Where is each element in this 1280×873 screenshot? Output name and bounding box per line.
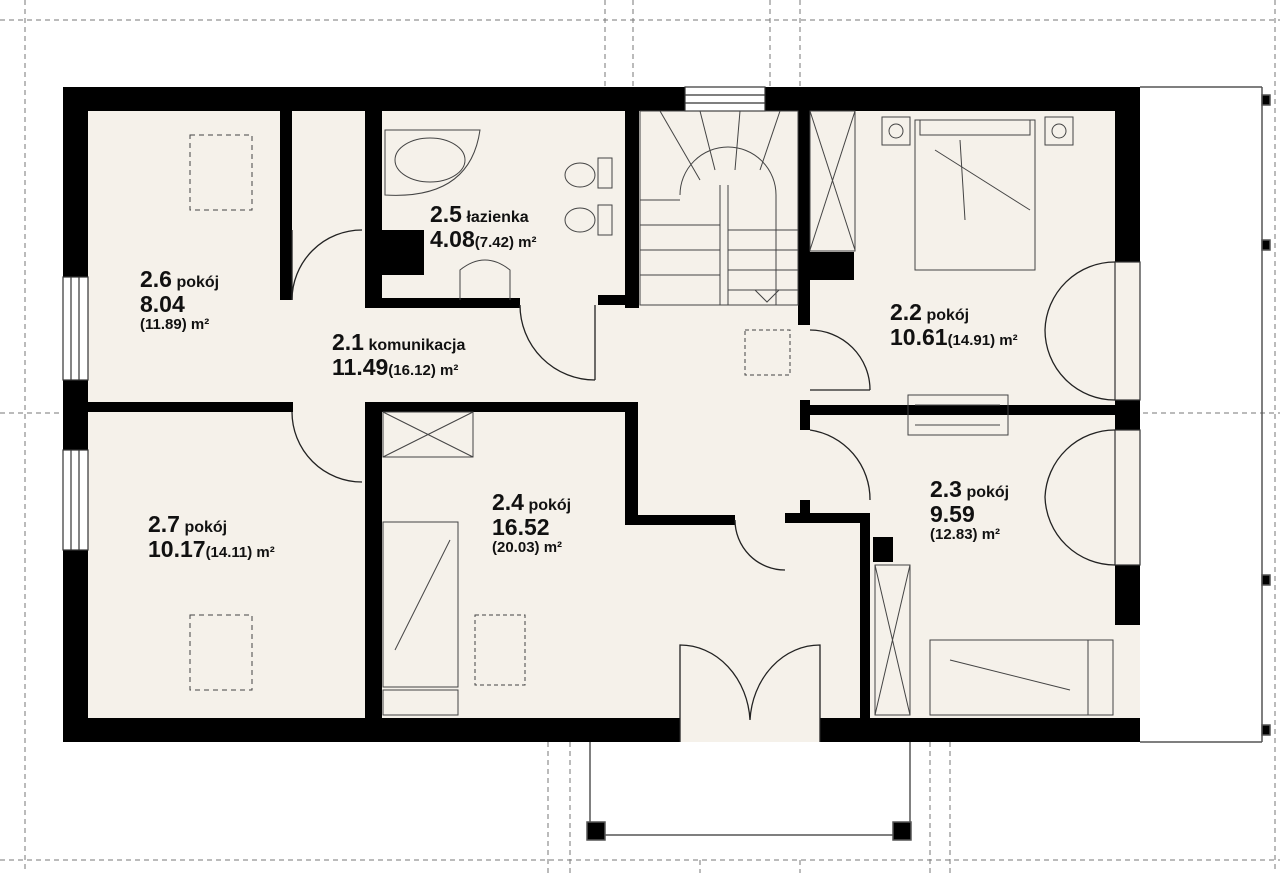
room-gross-area: (7.42) m²	[474, 233, 537, 251]
room-name: łazienka	[466, 209, 529, 226]
windows	[62, 86, 1141, 566]
doors	[291, 229, 1116, 742]
room-id: 2.5	[430, 201, 462, 227]
room-gross-area: (16.12) m²	[388, 361, 459, 379]
room-label-2-1: 2.1 komunikacja 11.49(16.12) m²	[332, 330, 465, 380]
room-area: 16.52	[492, 513, 550, 540]
porch	[586, 742, 912, 841]
room-id: 2.2	[890, 299, 922, 325]
room-id: 2.3	[930, 476, 962, 502]
room-area: 4.08	[430, 225, 475, 252]
room-gross-area: (11.89) m²	[140, 315, 210, 333]
room-id: 2.4	[492, 489, 524, 515]
room-id: 2.7	[148, 511, 180, 537]
room-id: 2.6	[140, 266, 172, 292]
room-label-2-6: 2.6 pokój 8.04 (11.89) m²	[140, 267, 219, 333]
room-area: 8.04	[140, 290, 185, 317]
stairs	[639, 110, 799, 306]
room-name: pokój	[184, 519, 228, 536]
room-label-2-5: 2.5 łazienka 4.08(7.42) m²	[430, 202, 536, 252]
room-area: 9.59	[930, 500, 975, 527]
room-name: komunikacja	[368, 337, 466, 354]
room-label-2-7: 2.7 pokój 10.17(14.11) m²	[148, 512, 275, 562]
room-gross-area: (14.91) m²	[947, 331, 1018, 349]
room-name: pokój	[926, 307, 970, 324]
room-gross-area: (20.03) m²	[492, 538, 563, 556]
terrace	[1140, 86, 1271, 743]
room-id: 2.1	[332, 329, 364, 355]
room-gross-area: (14.11) m²	[205, 543, 275, 561]
room-area: 11.49	[332, 353, 389, 380]
room-gross-area: (12.83) m²	[930, 525, 1001, 543]
furniture	[189, 110, 1114, 716]
walls	[63, 87, 1140, 742]
room-label-2-2: 2.2 pokój 10.61(14.91) m²	[890, 300, 1018, 350]
room-label-2-3: 2.3 pokój 9.59 (12.83) m²	[930, 477, 1009, 543]
room-name: pokój	[528, 497, 572, 514]
room-label-2-4: 2.4 pokój 16.52 (20.03) m²	[492, 490, 571, 556]
room-area: 10.61	[890, 323, 948, 350]
room-name: pokój	[966, 484, 1010, 501]
room-area: 10.17	[148, 535, 206, 562]
bed	[382, 521, 459, 688]
room-name: pokój	[176, 274, 220, 291]
ceiling-light	[189, 134, 253, 211]
bathtub	[384, 129, 481, 196]
